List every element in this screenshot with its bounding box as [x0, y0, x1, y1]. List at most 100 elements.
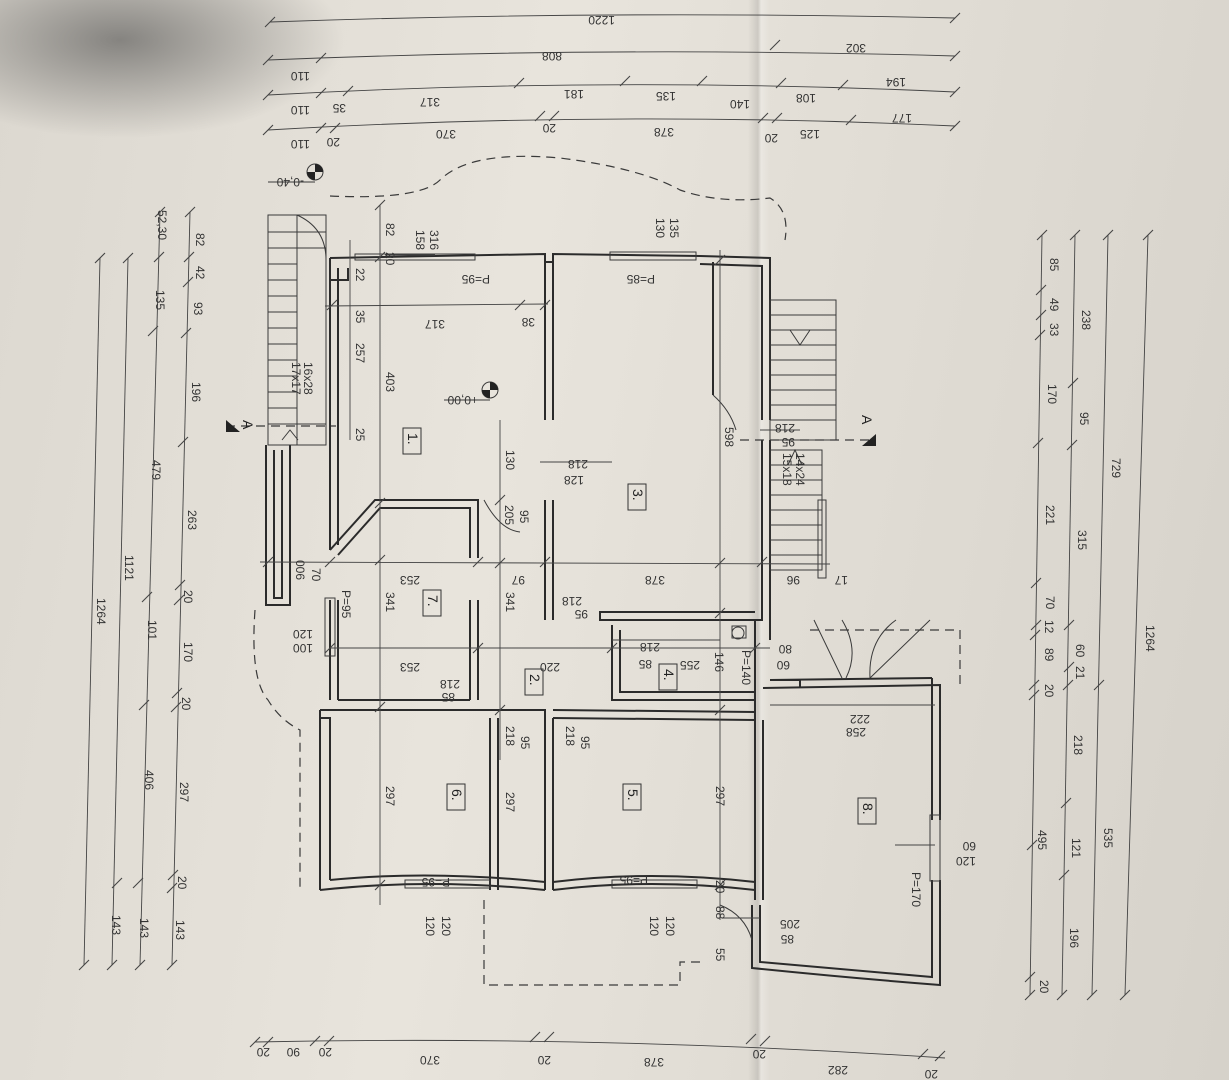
stair-right-size-a: 15x18 — [780, 453, 794, 486]
dim-label: P=140 — [739, 650, 753, 685]
top-dim-label: 110 — [291, 137, 310, 151]
left-dim-label: 406 — [142, 770, 156, 790]
dim-label: 135 — [667, 218, 681, 238]
top-dim-label: 110 — [291, 103, 310, 117]
top-dim-label: 135 — [656, 89, 676, 103]
top-dim-label: 177 — [892, 111, 912, 125]
section-line: A A — [226, 415, 876, 446]
dim-label: 297 — [383, 786, 397, 806]
top-dim-label: 181 — [564, 87, 584, 101]
right-dim-label: 12 — [1042, 620, 1056, 634]
bottom-dim-label: 20 — [752, 1047, 766, 1061]
top-dim-label: 378 — [654, 125, 674, 139]
room-label-6: 6. — [449, 789, 465, 801]
right-dim-label: 95 — [1077, 412, 1091, 426]
dim-label: 130 — [653, 218, 667, 238]
left-dim-label: 479 — [149, 460, 163, 480]
dim-label: 85 — [638, 657, 652, 671]
right-dimension-chains: 85 49 33 170 221 70 12 89 20 218 121 196… — [1024, 229, 1157, 1001]
dim-label: 85 — [441, 690, 455, 704]
room-label-5: 5. — [625, 789, 641, 801]
dim-label: 120 — [663, 916, 677, 936]
right-dim-label: 49 — [1047, 298, 1061, 312]
walls — [265, 252, 941, 987]
left-dim-label: 196 — [189, 382, 203, 402]
level-mark-outside: -0,40 — [268, 163, 324, 189]
dim-label: 17 — [834, 573, 848, 587]
dim-label: P=95 — [461, 272, 490, 286]
right-dim-label: 238 — [1079, 310, 1093, 330]
dim-label: 130 — [503, 450, 517, 470]
dim-label: 253 — [400, 573, 420, 587]
section-mark-right: A — [859, 415, 875, 425]
room-label-1: 1. — [405, 433, 421, 445]
top-dim-label: 370 — [436, 127, 456, 141]
right-dim-label: 21 — [1073, 666, 1087, 680]
dim-label: 297 — [713, 786, 727, 806]
dim-label: P=170 — [909, 872, 923, 907]
dim-label: 38 — [521, 315, 535, 329]
dim-label: 218 — [775, 421, 795, 435]
room-label-4: 4. — [661, 669, 677, 681]
bottom-dim-label: 90 — [286, 1045, 300, 1059]
top-dim-label: 110 — [291, 69, 310, 83]
room-label-3: 3. — [630, 489, 646, 501]
dim-label: 253 — [400, 660, 420, 674]
right-dim-label: 495 — [1035, 830, 1049, 850]
dim-label: 60 — [962, 839, 976, 853]
dim-label: 218 — [568, 457, 588, 471]
left-dim-label: 170 — [181, 642, 195, 662]
top-dim-label: 194 — [886, 75, 906, 89]
right-dim-label: 729 — [1109, 458, 1123, 478]
dim-label: 95 — [578, 736, 592, 750]
top-dim-label: 140 — [730, 97, 750, 111]
interior-dimension-lines — [259, 199, 935, 920]
dim-label: 100 — [293, 641, 313, 655]
dim-label: 158 — [413, 230, 427, 250]
dim-label: P=95 — [339, 590, 353, 619]
bottom-dim-label: 20 — [318, 1045, 332, 1059]
dim-label: 95 — [518, 736, 532, 750]
dim-label: 20 — [383, 252, 397, 266]
dim-label: P=95 — [619, 873, 648, 887]
left-dim-label: 82 — [193, 233, 207, 247]
dim-label: 82 — [383, 223, 397, 237]
right-dim-label: 33 — [1047, 323, 1061, 337]
left-dim-label: 143 — [173, 920, 187, 940]
left-dim-label: 135 — [153, 290, 167, 310]
dim-label: 95 — [517, 510, 531, 524]
top-dim-label: 20 — [326, 135, 340, 149]
right-dim-label: 315 — [1075, 530, 1089, 550]
top-dim-label: 1220 — [588, 13, 615, 27]
dim-label: 20 — [713, 880, 727, 894]
left-dim-label: 1264 — [94, 598, 108, 625]
dim-label: 598 — [722, 427, 736, 447]
right-dim-label: 20 — [1037, 980, 1051, 994]
dim-label: 341 — [503, 592, 517, 612]
dim-label: 403 — [383, 372, 397, 392]
dim-label: 220 — [540, 660, 560, 674]
left-dimension-chains: 1264 1121 143 52,30 135 479 101 406 143 — [78, 206, 207, 971]
left-dim-label: 20 — [175, 876, 189, 890]
left-dim-label: 263 — [185, 510, 199, 530]
top-dim-label: 20 — [764, 131, 778, 145]
bottom-dim-label: 20 — [537, 1053, 551, 1067]
stair-left: 16x28 17x17 — [267, 214, 327, 446]
top-dim-label: 35 — [332, 101, 346, 115]
dim-label: 218 — [503, 726, 517, 746]
right-dim-label: 170 — [1045, 384, 1059, 404]
right-dim-label: 535 — [1101, 828, 1115, 848]
dim-label: 120 — [293, 627, 313, 641]
section-mark-left: A — [240, 420, 256, 430]
dim-label: 378 — [645, 573, 665, 587]
dim-label: 96 — [786, 573, 800, 587]
right-dim-label: 218 — [1071, 735, 1085, 755]
dim-label: 85 — [780, 932, 794, 946]
interior-dimension-labels: 316 158 82 20 135 130 P=95 P=85 22 317 3… — [293, 218, 976, 962]
dim-label: 218 — [563, 726, 577, 746]
dim-label: P=85 — [626, 272, 655, 286]
dim-label: 70 — [309, 568, 323, 582]
left-dim-label: 42 — [193, 266, 207, 280]
stair-right-size-b: 14x24 — [793, 453, 807, 486]
